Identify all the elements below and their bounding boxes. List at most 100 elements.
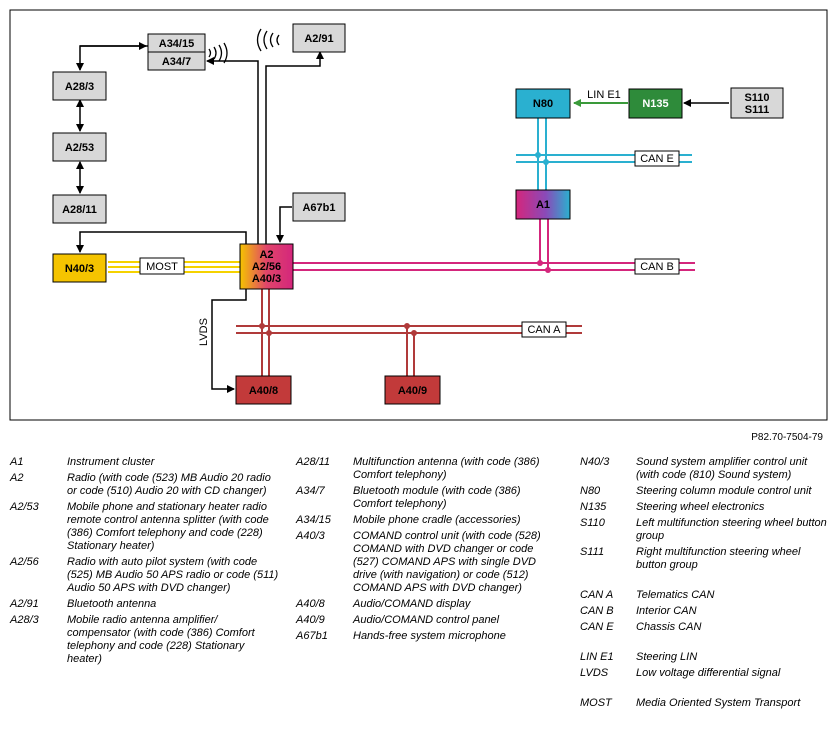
most-label: MOST xyxy=(139,257,185,275)
legend-row: S111 Right multifunction steering wheel b… xyxy=(580,546,830,572)
legend-row: N135 Steering wheel electronics xyxy=(580,501,830,514)
legend-description: Media Oriented System Transport xyxy=(636,697,801,709)
legend-code: A34/15 xyxy=(296,514,331,526)
legend-description: Mobile phone cradle (accessories) xyxy=(353,514,521,526)
legend-description: Low voltage differential signal xyxy=(636,667,781,679)
can-b-junction xyxy=(537,260,543,266)
svg-text:MOST: MOST xyxy=(146,261,178,273)
svg-text:CAN B: CAN B xyxy=(640,261,674,273)
legend-code: LVDS xyxy=(580,667,609,679)
legend-code: CAN B xyxy=(580,605,614,617)
box-a1: A1 xyxy=(515,189,571,220)
box-a40-8: A40/8 xyxy=(235,375,292,405)
legend-code: A40/8 xyxy=(296,598,325,610)
box-a1-label: A1 xyxy=(536,199,550,211)
box-a67b1: A67b1 xyxy=(292,192,346,222)
legend-row: LIN E1 Steering LIN xyxy=(580,651,830,664)
box-a2-91-label: A2/91 xyxy=(304,33,333,45)
can-b-label: CAN B xyxy=(634,258,680,275)
can-b-junction xyxy=(545,267,551,273)
legend-code: S111 xyxy=(580,546,605,558)
svg-text:CAN A: CAN A xyxy=(527,324,561,336)
legend-code: N135 xyxy=(580,501,607,513)
legend-code: MOST xyxy=(580,697,612,709)
box-n40-3-label: N40/3 xyxy=(65,263,94,275)
legend-description: Right multifunction steering wheel butto… xyxy=(636,546,801,571)
legend-description: Mobile radio antenna amplifier/ compensa… xyxy=(67,614,255,665)
network-diagram: A34/15 A34/7 A2/91 A28/3 A2/53 A28/11 A6… xyxy=(9,9,828,421)
legend-description: Bluetooth module (with code (386) Comfor… xyxy=(353,485,521,510)
legend-row: A2/91 Bluetooth antenna xyxy=(10,598,280,611)
legend-description: Steering LIN xyxy=(636,651,698,663)
box-a34-15-label: A34/15 xyxy=(159,38,194,50)
box-a2-56-label: A2/56 xyxy=(252,261,281,273)
box-a28-3: A28/3 xyxy=(52,71,107,101)
reference-number: P82.70-7504-79 xyxy=(751,432,823,443)
black-connections xyxy=(76,42,324,393)
legend-row: MOST Media Oriented System Transport xyxy=(580,697,830,710)
legend-code: LIN E1 xyxy=(580,651,614,663)
legend-code: N40/3 xyxy=(580,456,610,468)
box-a2-label: A2 xyxy=(259,249,273,261)
can-a-junction xyxy=(411,330,417,336)
legend-description: Multifunction antenna (with code (386) C… xyxy=(353,456,540,481)
legend-description: Sound system amplifier control unit (wit… xyxy=(636,456,808,481)
legend-description: Steering wheel electronics xyxy=(636,501,765,513)
legend-description: Instrument cluster xyxy=(67,456,155,468)
legend-description: Telematics CAN xyxy=(636,589,715,601)
legend-code: A67b1 xyxy=(296,630,328,642)
box-n80: N80 xyxy=(515,88,571,119)
legend-code: S110 xyxy=(580,517,605,529)
box-a40-8-label: A40/8 xyxy=(249,385,278,397)
box-a2-53-label: A2/53 xyxy=(65,142,94,154)
box-a28-11-label: A28/11 xyxy=(62,204,97,216)
legend-description: Radio (with code (523) MB Audio 20 radio… xyxy=(67,472,271,497)
legend-spacer xyxy=(580,575,830,589)
legend-row: A40/8 Audio/COMAND display xyxy=(296,598,558,611)
legend-description: Audio/COMAND display xyxy=(353,598,471,610)
can-a-junction xyxy=(259,323,265,329)
legend-description: Bluetooth antenna xyxy=(67,598,157,610)
can-b-bus xyxy=(293,219,695,271)
legend-description: Audio/COMAND control panel xyxy=(353,614,500,626)
box-a34-7-label: A34/7 xyxy=(162,56,191,68)
legend-code: A2/91 xyxy=(10,598,39,610)
can-a-junction xyxy=(266,330,272,336)
can-e-label: CAN E xyxy=(634,150,680,167)
legend-description: Steering column module control unit xyxy=(636,485,812,497)
legend-code: A2/56 xyxy=(10,556,39,568)
can-a-label: CAN A xyxy=(521,321,567,338)
legend-spacer xyxy=(580,637,830,651)
lin-e1-label: LIN E1 xyxy=(587,89,621,101)
box-n135-label: N135 xyxy=(642,98,668,110)
lvds-label: LVDS xyxy=(198,318,210,346)
legend-row: LVDS Low voltage differential signal xyxy=(580,667,830,680)
legend-code: A2/53 xyxy=(10,501,39,513)
box-n80-label: N80 xyxy=(533,98,553,110)
box-n40-3: N40/3 xyxy=(52,253,107,283)
legend-spacer xyxy=(580,683,830,697)
wireless-waves-icon xyxy=(208,28,280,64)
legend-code: A1 xyxy=(10,456,24,468)
legend-code: A40/3 xyxy=(296,530,325,542)
box-s110-label: S110 xyxy=(744,92,769,104)
legend-code: CAN E xyxy=(580,621,614,633)
box-a2-53: A2/53 xyxy=(52,132,107,162)
diagram-frame xyxy=(9,9,828,421)
can-e-junction xyxy=(535,152,541,158)
box-n135: N135 xyxy=(628,88,683,119)
legend-row: A34/15 Mobile phone cradle (accessories) xyxy=(296,514,558,527)
legend-column-3: N40/3 Sound system amplifier control unit… xyxy=(580,456,830,713)
legend-code: CAN A xyxy=(580,589,614,601)
legend-row: N40/3 Sound system amplifier control unit… xyxy=(580,456,830,482)
box-a40-3-label: A40/3 xyxy=(252,273,281,285)
